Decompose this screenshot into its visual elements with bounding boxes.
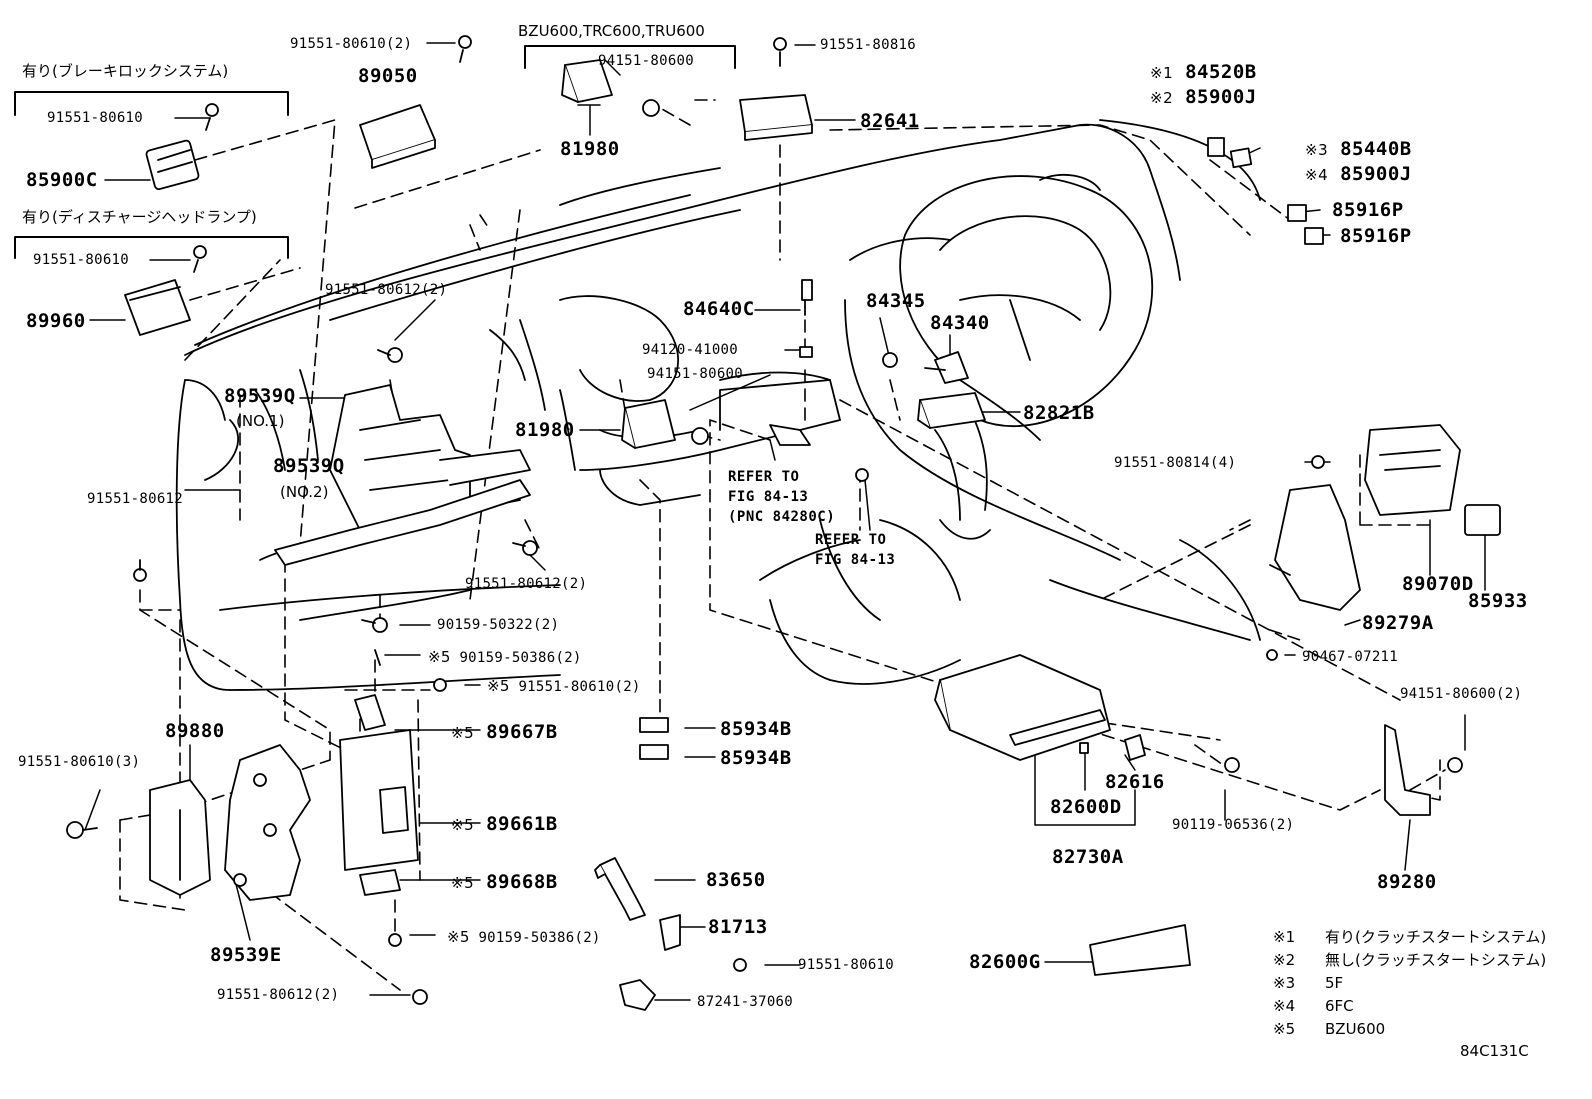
mark-label: ※5 89668B bbox=[451, 871, 558, 893]
part-label: 94151-80600 bbox=[647, 366, 744, 382]
brake-lock-header: 有り(ブレーキロックシステム) bbox=[22, 62, 229, 80]
part-label: 82730A bbox=[1052, 846, 1124, 868]
part-label: 91551-80610 bbox=[33, 252, 130, 268]
models-bracket bbox=[524, 45, 736, 69]
part-label: 84345 bbox=[866, 290, 926, 312]
part-label: 84640C bbox=[683, 298, 755, 320]
diagram-code: 84C131C bbox=[1460, 1042, 1529, 1060]
part-label: 82821B bbox=[1023, 402, 1095, 424]
part-label: 90119-06536(2) bbox=[1172, 817, 1295, 833]
part-label: 91551-80610 bbox=[47, 110, 144, 126]
discharge-bracket bbox=[14, 236, 289, 259]
part-label: 94120-41000 bbox=[642, 342, 739, 358]
part-label: 85900C bbox=[26, 169, 98, 191]
part-label: 91551-80610(2) bbox=[290, 36, 413, 52]
part-label: 82641 bbox=[860, 110, 920, 132]
part-label: 82600D bbox=[1050, 796, 1122, 818]
part-label: 83650 bbox=[706, 869, 766, 891]
part-label: 89539E bbox=[210, 944, 282, 966]
discharge-headlamp-header: 有り(ディスチャージヘッドランプ) bbox=[22, 208, 257, 226]
part-label: 89880 bbox=[165, 720, 225, 742]
components bbox=[66, 35, 1501, 1011]
part-label: 82616 bbox=[1105, 771, 1165, 793]
dashboard-outline bbox=[175, 119, 1261, 691]
refer-label: FIG 84-13 bbox=[815, 552, 896, 568]
refer-label: FIG 84-13 bbox=[728, 489, 809, 505]
part-label: 87241-37060 bbox=[697, 994, 794, 1010]
part-label: 90467-07211 bbox=[1302, 649, 1399, 665]
refer-label: (PNC 84280C) bbox=[728, 509, 836, 525]
mark-label: ※5 90159-50386(2) bbox=[428, 648, 582, 666]
part-label: 84340 bbox=[930, 312, 990, 334]
part-label: 85916P bbox=[1340, 225, 1412, 247]
models-header: BZU600,TRC600,TRU600 bbox=[518, 22, 705, 40]
part-label: 82600G bbox=[969, 951, 1041, 973]
part-label: 91551-80612(2) bbox=[217, 987, 340, 1003]
part-label: (NO.1) bbox=[236, 412, 285, 430]
solid-leaders bbox=[84, 42, 1486, 1001]
part-label: 91551-80816 bbox=[820, 37, 917, 53]
mark-label: ※5 89661B bbox=[451, 813, 558, 835]
part-label: 90159-50322(2) bbox=[437, 617, 560, 633]
part-label: 81980 bbox=[515, 419, 575, 441]
mark-label: ※3 85440B bbox=[1305, 138, 1412, 160]
mark-label: ※5 91551-80610(2) bbox=[487, 677, 641, 695]
brake-lock-bracket bbox=[14, 91, 289, 116]
part-label: 85933 bbox=[1468, 590, 1528, 612]
part-label: 94151-80600 bbox=[598, 53, 695, 69]
part-label: 91551-80612(2) bbox=[465, 576, 588, 592]
part-label: 89279A bbox=[1362, 612, 1434, 634]
part-label: 81980 bbox=[560, 138, 620, 160]
refer-label: REFER TO bbox=[815, 532, 887, 548]
part-label: 89280 bbox=[1377, 871, 1437, 893]
part-label: 85934B bbox=[720, 747, 792, 769]
mark-label: ※4 85900J bbox=[1305, 163, 1412, 185]
mark-label: ※5 89667B bbox=[451, 721, 558, 743]
part-label: 91551-80814(4) bbox=[1114, 455, 1237, 471]
part-label: 89070D bbox=[1402, 573, 1474, 595]
part-label: 85916P bbox=[1332, 199, 1404, 221]
part-label: (NO.2) bbox=[280, 483, 329, 501]
mark-label: ※2 85900J bbox=[1150, 86, 1257, 108]
part-label: 91551-80612 bbox=[87, 491, 184, 507]
part-label: 91551-80612(2) bbox=[325, 282, 448, 298]
part-label: 89539Q bbox=[273, 455, 345, 477]
refer-label: REFER TO bbox=[728, 469, 800, 485]
part-label: 91551-80610 bbox=[798, 957, 895, 973]
part-label: 85934B bbox=[720, 718, 792, 740]
part-label: 89050 bbox=[358, 65, 418, 87]
part-label: 94151-80600(2) bbox=[1400, 686, 1523, 702]
part-label: 89539Q bbox=[224, 385, 296, 407]
part-label: 81713 bbox=[708, 916, 768, 938]
mark-label: ※1 84520B bbox=[1150, 61, 1257, 83]
part-label: 89960 bbox=[26, 310, 86, 332]
mark-label: ※5 90159-50386(2) bbox=[447, 928, 601, 946]
part-label: 91551-80610(3) bbox=[18, 754, 141, 770]
